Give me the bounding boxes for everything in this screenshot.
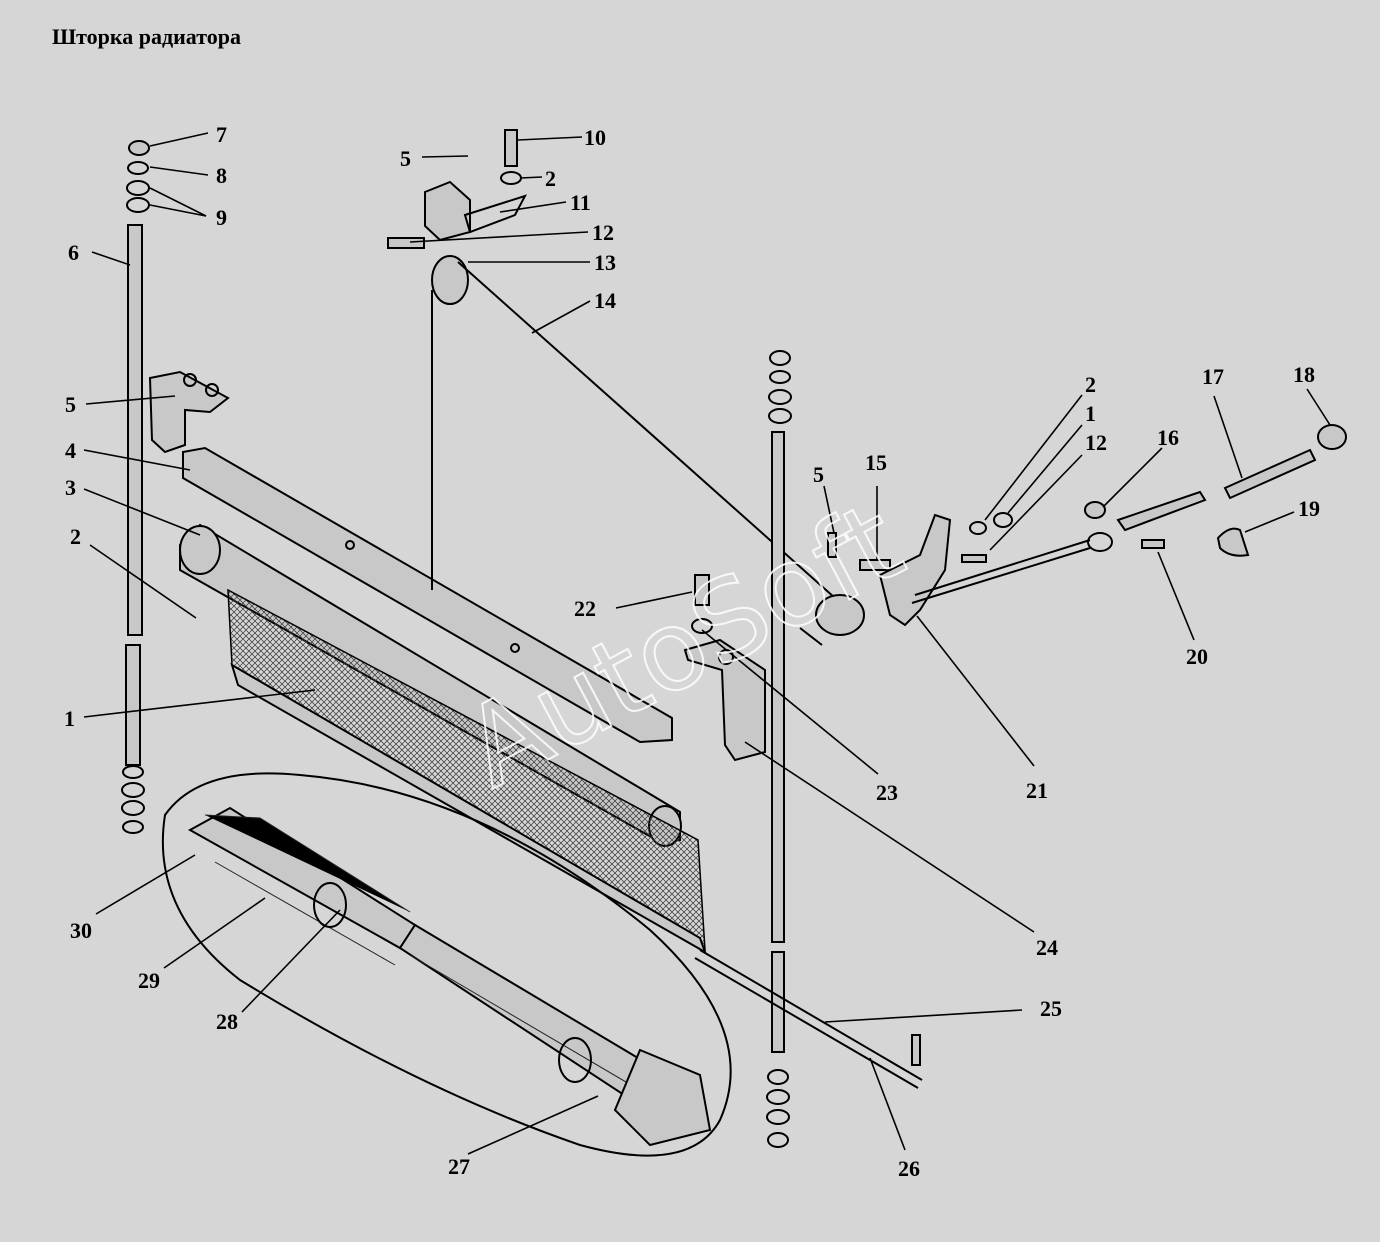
callout-22: 22: [574, 596, 596, 621]
callout-16: 16: [1157, 425, 1179, 450]
callout-8: 8: [216, 163, 227, 188]
callout-23: 23: [876, 780, 898, 805]
callout-25: 25: [1040, 996, 1062, 1021]
detail-view: [161, 772, 732, 1157]
callouts: 7 8 9 6 5 4 3 2 1 5 10 2 11 12 13 14 2 1…: [64, 122, 1320, 1181]
callout-2a: 2: [70, 524, 81, 549]
callout-26: 26: [898, 1156, 920, 1181]
callout-5a: 5: [65, 392, 76, 417]
callout-13: 13: [594, 250, 616, 275]
callout-27: 27: [448, 1154, 470, 1179]
callout-19: 19: [1298, 496, 1320, 521]
callout-12b: 12: [1085, 430, 1107, 455]
callout-6: 6: [68, 240, 79, 265]
callout-18: 18: [1293, 362, 1315, 387]
callout-24: 24: [1036, 935, 1058, 960]
callout-30: 30: [70, 918, 92, 943]
callout-2c: 2: [1085, 372, 1096, 397]
right-linkage: [799, 424, 1347, 646]
callout-15: 15: [865, 450, 887, 475]
left-rod: [121, 140, 150, 834]
callout-1b: 1: [1085, 401, 1096, 426]
callout-1a: 1: [64, 706, 75, 731]
control-rod: [694, 949, 923, 1089]
callout-21: 21: [1026, 778, 1048, 803]
callout-4: 4: [65, 438, 76, 463]
right-bracket: [683, 574, 766, 762]
callout-28: 28: [216, 1009, 238, 1034]
callout-7: 7: [216, 122, 227, 147]
callout-17: 17: [1202, 364, 1224, 389]
callout-12a: 12: [592, 220, 614, 245]
callout-14: 14: [594, 288, 616, 313]
callout-29: 29: [138, 968, 160, 993]
top-rail: [182, 446, 673, 744]
left-bracket: [148, 370, 230, 454]
callout-2b: 2: [545, 166, 556, 191]
right-rod: [766, 350, 792, 1148]
shade-roller: [179, 523, 707, 955]
callout-11: 11: [570, 190, 591, 215]
callout-5b: 5: [400, 146, 411, 171]
callout-20: 20: [1186, 644, 1208, 669]
callout-5c: 5: [813, 462, 824, 487]
callout-9: 9: [216, 205, 227, 230]
leader-lines: [83, 132, 1331, 1155]
callout-3: 3: [65, 475, 76, 500]
page-title: Шторка радиатора: [52, 24, 241, 49]
callout-10: 10: [584, 125, 606, 150]
